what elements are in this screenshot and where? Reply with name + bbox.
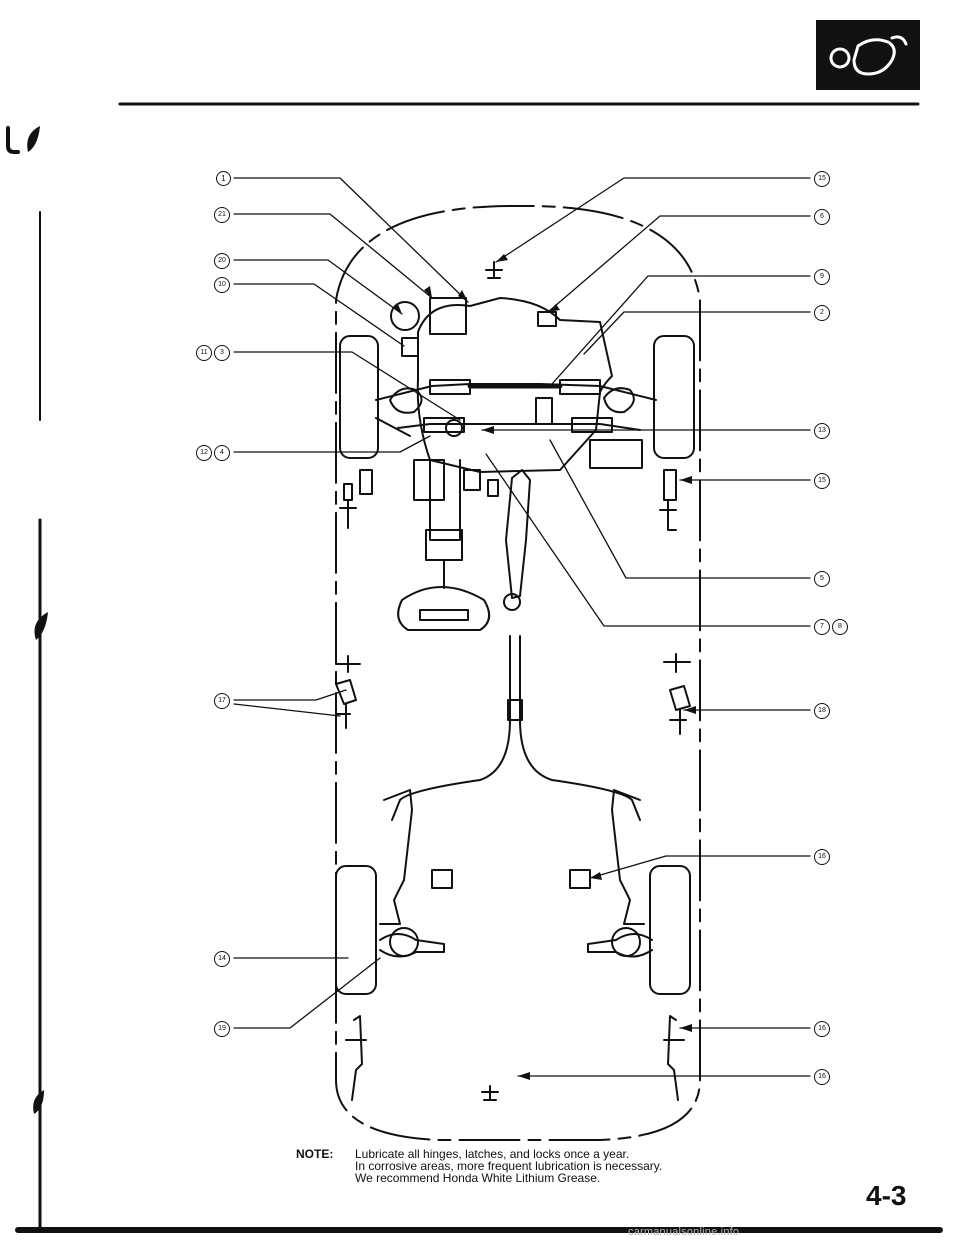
callout-label: 1	[216, 171, 231, 186]
callout-label: 3	[214, 345, 230, 361]
steering-wheel	[397, 586, 491, 631]
callout-label: 13	[814, 423, 830, 439]
callout-label: 21	[214, 207, 230, 223]
door-hinge-mid-left	[335, 655, 361, 729]
callout-label: 16	[814, 1021, 830, 1037]
door-hinge-front-left	[339, 469, 373, 529]
callout-label: 2	[814, 305, 830, 321]
callout-label: 16	[814, 849, 830, 865]
callout-label: 5	[814, 571, 830, 587]
callout-label: 4	[214, 445, 230, 461]
callout-label: 16	[814, 1069, 830, 1085]
fuel-filler-lid	[431, 869, 453, 889]
callout-label: 14	[214, 951, 230, 967]
callout-label: 9	[814, 269, 830, 285]
hood-latch	[485, 261, 503, 279]
callout-label: 7	[814, 619, 830, 635]
callout-label: 6	[814, 209, 830, 225]
brake-master-cylinder	[390, 301, 420, 331]
door-hinge-front-right	[659, 469, 677, 531]
trunk-hinge-left	[345, 1015, 367, 1101]
callout-label: 10	[214, 277, 230, 293]
note-text: Lubricate all hinges, latches, and locks…	[355, 1148, 875, 1184]
binding-mark	[6, 126, 20, 154]
watermark: carmanualsonline.info	[628, 1226, 740, 1238]
callout-label: 12	[196, 445, 212, 461]
rear-suspension-left	[379, 789, 413, 925]
note-line: In corrosive areas, more frequent lubric…	[355, 1159, 663, 1173]
grease-gun-hand-icon	[816, 20, 920, 90]
engine-compartment	[416, 297, 613, 473]
note-line: We recommend Honda White Lithium Grease.	[355, 1171, 601, 1185]
callout-label: 15	[814, 171, 830, 187]
front-left-wheel	[339, 335, 379, 459]
callout-label: 20	[214, 253, 230, 269]
note-label: NOTE:	[296, 1147, 334, 1161]
callout-label: 17	[214, 693, 230, 709]
callout-label: 8	[832, 619, 848, 635]
callout-label: 15	[814, 473, 830, 489]
front-right-wheel	[653, 335, 695, 459]
trunk-latch	[481, 1085, 499, 1101]
note-line: Lubricate all hinges, latches, and locks…	[355, 1147, 630, 1161]
shift-lever	[505, 469, 531, 599]
steering-rack	[397, 423, 641, 431]
exhaust-pipe	[391, 635, 511, 821]
page-number: 4-3	[866, 1180, 907, 1211]
callout-label: 19	[214, 1021, 230, 1037]
callout-label: 18	[814, 703, 830, 719]
door-hinge-mid-right	[663, 653, 691, 735]
rear-left-wheel	[335, 865, 377, 995]
trunk-hinge-right	[663, 1015, 685, 1101]
callout-label: 11	[196, 345, 212, 361]
car-body-outline	[335, 204, 701, 1141]
rear-right-wheel	[649, 865, 691, 995]
